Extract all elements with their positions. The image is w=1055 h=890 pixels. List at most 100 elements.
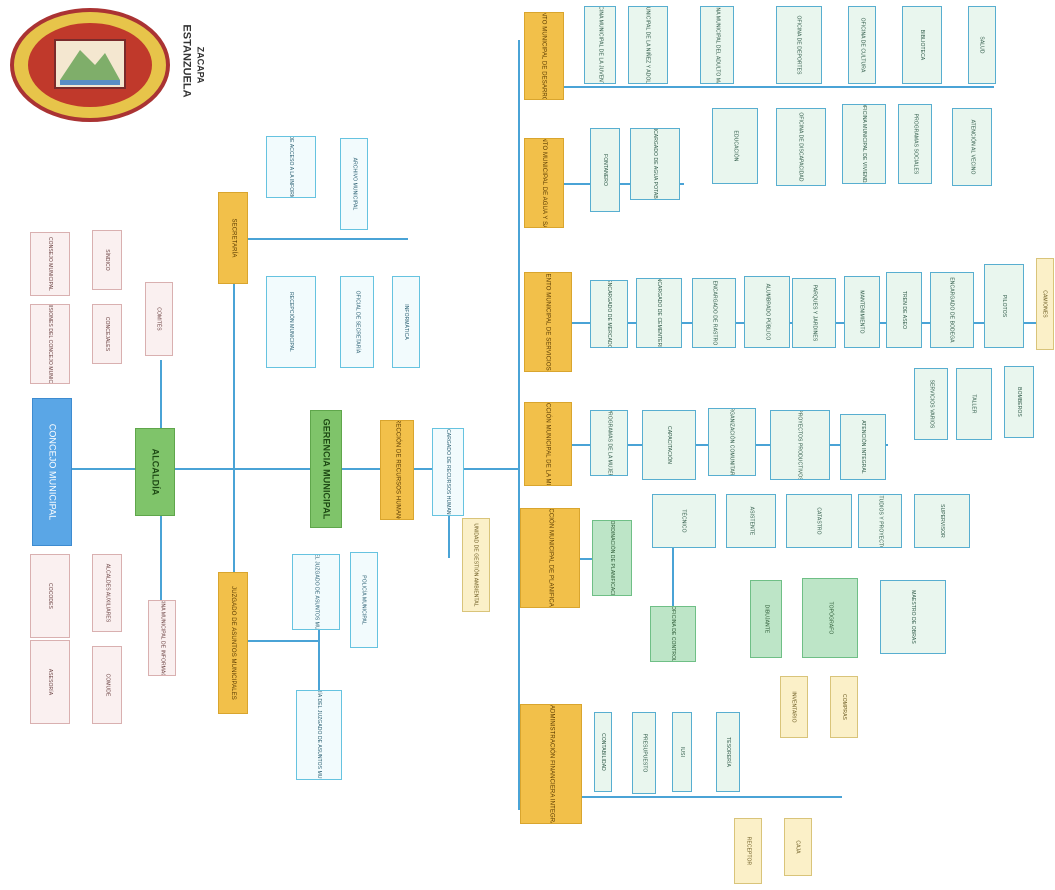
financiera-sub-1-label: PRESUPUESTO	[641, 733, 648, 773]
planif-sub-3-label: CATASTRO	[815, 507, 822, 535]
secretaria-sub-2: RECEPCIÓN MUNICIPAL	[266, 276, 316, 368]
desarrollo-sub-10-label: PROGRAMAS SOCIALES	[912, 113, 918, 175]
planif-sub-3: CATASTRO	[786, 494, 852, 548]
desarrollo-sub-8-label: OFICINA DE DISCAPACIDAD	[798, 112, 805, 182]
left-box-8: COMITÉS	[145, 282, 173, 356]
servicios-label: DEPARTAMENTO MUNICIPAL DE SERVICIOS PÚBL…	[545, 272, 551, 372]
desarrollo-sub-3-label: OFICINA DE DEPORTES	[796, 15, 803, 75]
desarrollo-sub-4-label: OFICINA DE CULTURA	[859, 17, 865, 73]
servicios-sub-6: TREN DE ASEO	[886, 272, 922, 348]
secretaria-sub-0-label: COORDINADOR DE ACCESO A LA INFORMACIÓN P…	[287, 137, 295, 197]
servicios-sub-8: PILOTOS	[984, 264, 1024, 348]
servicios-sub-3-label: ALUMBRADO PÚBLICO	[764, 283, 770, 341]
left-box-3: CONCEJALES	[92, 304, 122, 364]
secretaria-sub-2-label: RECEPCIÓN MUNICIPAL	[288, 292, 294, 352]
servicios-sub-0: ENCARGADO DE MERCADO	[590, 280, 628, 348]
secretaria-label: SECRETARÍA	[230, 218, 236, 258]
financiera-sub-0: CONTABILIDAD	[594, 712, 612, 792]
concejo-label: CONCEJO MUNICIPAL	[47, 423, 58, 521]
alcaldia-label: ALCALDÍA	[150, 448, 161, 496]
desarrollo-sub-5-label: BIBLIOTECA	[918, 29, 925, 61]
left-box-4-label: COCODES	[46, 583, 53, 609]
planificacion-label: DIRECCIÓN MUNICIPAL DE PLANIFICACIÓN	[547, 508, 553, 608]
financiera-label: DIRECCIÓN DE ADMINISTRACIÓN FINANCIERA I…	[548, 704, 554, 824]
secretaria-sub-3: OFICIAL DE SECRETARÍA	[340, 276, 374, 368]
secretaria-sub-1-label: ARCHIVO MUNICIPAL	[351, 157, 358, 211]
secretaria-sub-1: ARCHIVO MUNICIPAL	[340, 138, 368, 230]
financiera-sub-2-label: IUSI	[679, 746, 685, 758]
desarrollo-sub-4: OFICINA DE CULTURA	[848, 6, 876, 84]
servicios-sub-5-label: MANTENIMIENTO	[859, 290, 865, 334]
recursos-humanos-box: DIRECCIÓN DE RECURSOS HUMANOS	[380, 420, 414, 520]
rrhh-label: DIRECCIÓN DE RECURSOS HUMANOS	[394, 420, 401, 520]
servicios-sub-10-label: SERVICIOS VARIOS	[928, 379, 934, 429]
financiera-sub-1: PRESUPUESTO	[632, 712, 656, 794]
planif-sub-6: OFICINA DE CONTROL	[650, 606, 696, 662]
juzgado-sub-1-label: SECRETARÍA DEL JUZGADO DE ASUNTOS MUNICI…	[316, 690, 322, 780]
secretaria-sub-4-label: INFORMÁTICA	[403, 304, 410, 340]
servicios-sub-8-label: PILOTOS	[1000, 294, 1007, 318]
desarrollo-sub-9: OFICINA MUNICIPAL DE VIVIENDA	[842, 104, 886, 184]
financiera-sub-7-label: CAJA	[795, 840, 801, 854]
mujer-sub-2: ORGANIZACIÓN COMUNITARIA	[708, 408, 756, 476]
left-box-0-label: CONSEJO MUNICIPAL	[47, 236, 53, 292]
mujer-box: DIRECCIÓN MUNICIPAL DE LA MUJER	[524, 402, 572, 486]
left-box-1: COMISIONES DEL CONCEJO MUNICIPAL	[30, 304, 70, 384]
desarrollo-sub-7-label: EDUCACIÓN	[732, 130, 738, 162]
financiera-sub-0-label: CONTABILIDAD	[600, 733, 606, 771]
servicios-sub-4-label: PARQUES Y JARDINES	[811, 284, 818, 342]
desarrollo-label: DEPARTAMENTO MUNICIPAL DE DESARROLLO SOC…	[541, 12, 548, 100]
left-box-2: SÍNDICO	[92, 230, 122, 290]
juzgado-sub-1: SECRETARÍA DEL JUZGADO DE ASUNTOS MUNICI…	[296, 690, 342, 780]
servicios-sub-0-label: ENCARGADO DE MERCADO	[606, 280, 613, 348]
desarrollo-sub-3: OFICINA DE DEPORTES	[776, 6, 822, 84]
left-box-3-label: CONCEJALES	[104, 316, 110, 352]
desarrollo-sub-11-label: ATENCIÓN AL VECINO	[969, 119, 975, 175]
juzgado-sub-2: POLICÍA MUNICIPAL	[350, 552, 378, 648]
servicios-sub-1-label: ENCARGADO DE CEMENTERIO	[656, 278, 662, 348]
mujer-sub-1-label: CAPACITACIÓN	[666, 426, 672, 464]
secretaria-sub-3-label: OFICIAL DE SECRETARÍA	[354, 290, 361, 354]
desarrollo-sub-0: OFICINA MUNICIPAL DE LA JUVENTUD	[584, 6, 616, 84]
alcaldia-box: ALCALDÍA	[135, 428, 175, 516]
agua-saneamiento-box: DEPARTAMENTO MUNICIPAL DE AGUA Y SANEAMI…	[524, 138, 564, 228]
left-box-5-label: ASESORÍA	[47, 668, 53, 696]
planif-sub-5-label: SUPERVISOR	[938, 504, 945, 538]
servicios-sub-2: ENCARGADO DE RASTRO	[692, 278, 736, 348]
planif-sub-1: TÉCNICO	[652, 494, 716, 548]
desarrollo-sub-0-label: OFICINA MUNICIPAL DE LA JUVENTUD	[597, 6, 604, 84]
mujer-sub-2-label: ORGANIZACIÓN COMUNITARIA	[729, 408, 735, 476]
financiera-sub-5-label: COMPRAS	[840, 694, 847, 720]
juzgado-sub-0-label: OFICINA DEL JUZGADO DE ASUNTOS MUNICIPAL…	[313, 554, 320, 630]
mujer-sub-4-label: ATENCIÓN INTEGRAL	[860, 420, 866, 474]
planif-sub-0: COORDINACIÓN DE PLANIFICACIÓN	[592, 520, 632, 596]
desarrollo-sub-11: ATENCIÓN AL VECINO	[952, 108, 992, 186]
secretaria-sub-0: COORDINADOR DE ACCESO A LA INFORMACIÓN P…	[266, 136, 316, 198]
servicios-sub-3: ALUMBRADO PÚBLICO	[744, 276, 790, 348]
financiera-sub-2: IUSI	[672, 712, 692, 792]
left-box-9-label: OFICINA MUNICIPAL DE INFORMACIÓN	[159, 600, 166, 676]
agua-label: DEPARTAMENTO MUNICIPAL DE AGUA Y SANEAMI…	[541, 138, 548, 228]
desarrollo-sub-2: OFICINA MUNICIPAL DEL ADULTO MAYOR	[700, 6, 734, 84]
planif-sub-8-label: TOPÓGRAFO	[826, 601, 833, 635]
desarrollo-sub-7: EDUCACIÓN	[712, 108, 758, 184]
planif-sub-4: ESTUDIOS Y PROYECTOS	[858, 494, 902, 548]
mujer-sub-3-label: PROYECTOS PRODUCTIVOS	[797, 410, 803, 480]
juzgado-sub-2-label: POLICÍA MUNICIPAL	[361, 575, 367, 625]
left-box-6: ALCALDES AUXILIARES	[92, 554, 122, 632]
left-box-4: COCODES	[30, 554, 70, 638]
left-box-5: ASESORÍA	[30, 640, 70, 724]
planif-sub-5: SUPERVISOR	[914, 494, 970, 548]
financiera-sub-3-label: TESORERÍA	[725, 737, 732, 767]
servicios-sub-12-label: BOMBEROS	[1016, 387, 1023, 417]
mujer-sub-1: CAPACITACIÓN	[642, 410, 696, 480]
municipal-seal-logo	[10, 8, 170, 122]
planif-sub-8: TOPÓGRAFO	[802, 578, 858, 658]
planif-sub-4-label: ESTUDIOS Y PROYECTOS	[877, 494, 884, 548]
left-box-1-label: COMISIONES DEL CONCEJO MUNICIPAL	[47, 304, 54, 384]
servicios-sub-5: MANTENIMIENTO	[844, 276, 880, 348]
desarrollo-sub-6-label: SALUD	[979, 36, 985, 54]
servicios-sub-4: PARQUES Y JARDINES	[792, 278, 836, 348]
rrhh-sub-1-label: UNIDAD DE GESTIÓN AMBIENTAL	[473, 523, 479, 607]
servicios-sub-7: ENCARGADO DE BODEGA	[930, 272, 974, 348]
